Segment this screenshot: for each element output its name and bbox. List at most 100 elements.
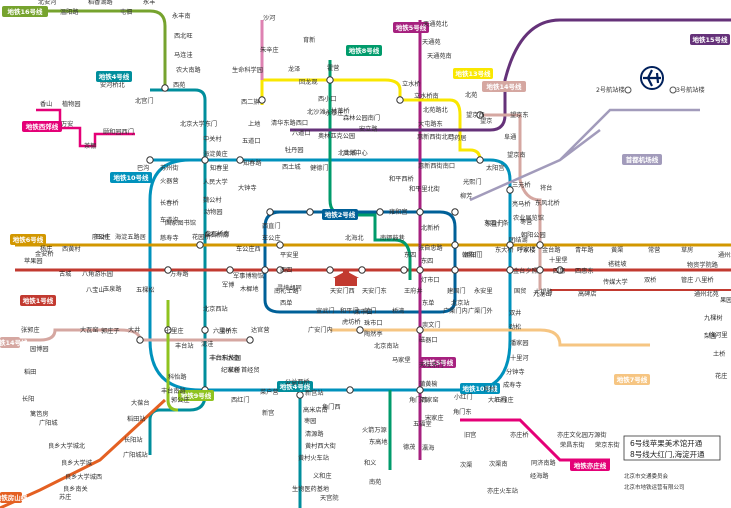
station-label: 天通苑北 (423, 20, 449, 28)
interchange-station-marker[interactable] (296, 391, 304, 399)
station-label: 良乡大学城 (61, 459, 92, 467)
interchange-station-marker[interactable] (276, 241, 284, 249)
line-label-l5: 地铁5号线 (393, 22, 429, 33)
line-label-l1: 地铁1号线 (20, 295, 56, 306)
station-label: 七里庄 (165, 327, 184, 335)
station-label: 广阳城 (39, 419, 58, 427)
interchange-station-marker[interactable] (236, 156, 244, 164)
station-label: 灯市口 (421, 276, 440, 284)
interchange-station-marker[interactable] (261, 266, 269, 274)
station-label: 大红门 (488, 396, 507, 404)
line-label-l2: 地铁2号线 (322, 209, 358, 220)
line-label-airport: 首都机场线 (622, 154, 662, 165)
interchange-station-marker[interactable] (201, 326, 209, 334)
interchange-station-marker[interactable] (226, 266, 234, 274)
interchange-station-marker[interactable] (506, 186, 514, 194)
interchange-station-marker[interactable] (164, 266, 172, 274)
svg-text:地铁10号线: 地铁10号线 (113, 173, 149, 182)
terminal-3-label: 3号航站楼 (676, 86, 705, 94)
interchange-station-marker[interactable] (356, 326, 364, 334)
svg-text:地铁亦庄线: 地铁亦庄线 (574, 461, 607, 470)
station-label: 永丰 (143, 0, 155, 6)
station-label: 龙泽 (288, 65, 300, 73)
interchange-station-marker[interactable] (556, 266, 564, 274)
interchange-station-marker[interactable] (276, 266, 284, 274)
interchange-station-marker[interactable] (536, 241, 544, 249)
station-label: 健德门 (310, 164, 329, 172)
station-label: 果园 (720, 297, 731, 304)
interchange-station-marker[interactable] (506, 241, 514, 249)
station-label: 望京西 (466, 111, 485, 119)
interchange-station-marker[interactable] (416, 326, 424, 334)
station-label: 通州北苑 (694, 290, 719, 298)
interchange-station-marker[interactable] (506, 266, 514, 274)
station-label: 肖村 (483, 385, 495, 393)
interchange-station-marker[interactable] (358, 266, 366, 274)
interchange-station-marker[interactable] (161, 84, 169, 92)
station-label: 双桥 (644, 276, 656, 284)
interchange-station-marker[interactable] (416, 208, 424, 216)
svg-text:地铁6号线: 地铁6号线 (13, 235, 44, 244)
interchange-station-marker[interactable] (306, 208, 314, 216)
station-label: 广渠门外 (468, 307, 493, 315)
line-label-l14b: 地铁14号线 (0, 337, 28, 348)
station-label: 南礼士路 (274, 287, 300, 295)
station-label: 西直门 (262, 222, 281, 230)
station-label: 玉泉路 (103, 285, 122, 293)
interchange-station-marker[interactable] (146, 156, 154, 164)
interchange-station-marker[interactable] (400, 266, 408, 274)
station-label: 稻香湖路 (88, 0, 114, 6)
svg-text:地铁10号线: 地铁10号线 (462, 384, 498, 393)
station-label: 草桥 (228, 366, 240, 374)
svg-text:地铁4号线: 地铁4号线 (99, 72, 130, 81)
station-label: 农业展览馆 (513, 214, 544, 222)
station-label: 东四 (404, 251, 416, 259)
station-label: 枣园 (304, 417, 316, 425)
interchange-station-marker[interactable] (416, 386, 424, 394)
interchange-station-marker[interactable] (451, 241, 459, 249)
station-label: 角门西 (409, 396, 428, 404)
interchange-station-marker[interactable] (376, 208, 384, 216)
station-label: 广安门内 (308, 326, 333, 334)
station-label: 颐和园西门 (103, 128, 134, 136)
interchange-station-marker[interactable] (164, 326, 172, 334)
station-label: 东四十条 (484, 219, 509, 227)
interchange-station-marker[interactable] (451, 208, 459, 216)
interchange-station-marker[interactable] (476, 111, 484, 119)
interchange-station-marker[interactable] (136, 336, 144, 344)
station-label: 建国门 (447, 287, 466, 295)
interchange-station-marker[interactable] (258, 96, 266, 104)
station-label: 和义 (364, 459, 376, 467)
interchange-station-marker[interactable] (326, 76, 334, 84)
station-label: 国家图书馆 (165, 219, 196, 227)
station-label: 纪家庙 (221, 366, 240, 374)
station-label: 篱笆房 (30, 410, 49, 418)
interchange-station-marker[interactable] (346, 386, 354, 394)
interchange-station-marker[interactable] (196, 241, 204, 249)
station-label: 小红门 (454, 393, 473, 401)
station-label: 金安桥 (35, 250, 54, 258)
interchange-station-marker[interactable] (266, 208, 274, 216)
station-label: 新宫站 (305, 389, 324, 397)
station-label: 和平西桥 (389, 175, 414, 183)
line-label-l4: 地铁4号线 (96, 71, 132, 82)
interchange-station-marker[interactable] (396, 96, 404, 104)
interchange-station-marker[interactable] (246, 336, 254, 344)
svg-text:地铁14号线: 地铁14号线 (0, 338, 28, 347)
station-label: 亦庄文化园 (557, 431, 588, 439)
interchange-station-marker[interactable] (326, 266, 334, 274)
line-label-l15: 地铁15号线 (690, 34, 730, 45)
station-label: 永泰庄 (325, 109, 344, 117)
station-label: 北宫门 (135, 97, 154, 105)
station-label: 公益西桥 (285, 378, 310, 386)
line-label-l5b: 地铁5号线 (420, 357, 456, 368)
interchange-station-marker[interactable] (451, 266, 459, 274)
svg-text:地铁14号线: 地铁14号线 (486, 82, 522, 91)
interchange-station-marker[interactable] (201, 156, 209, 164)
interchange-station-marker[interactable] (416, 266, 424, 274)
interchange-station-marker[interactable] (536, 266, 544, 274)
interchange-station-marker[interactable] (476, 156, 484, 164)
station-label: 六道口 (292, 129, 311, 137)
station-label: 苏庄 (59, 493, 71, 501)
